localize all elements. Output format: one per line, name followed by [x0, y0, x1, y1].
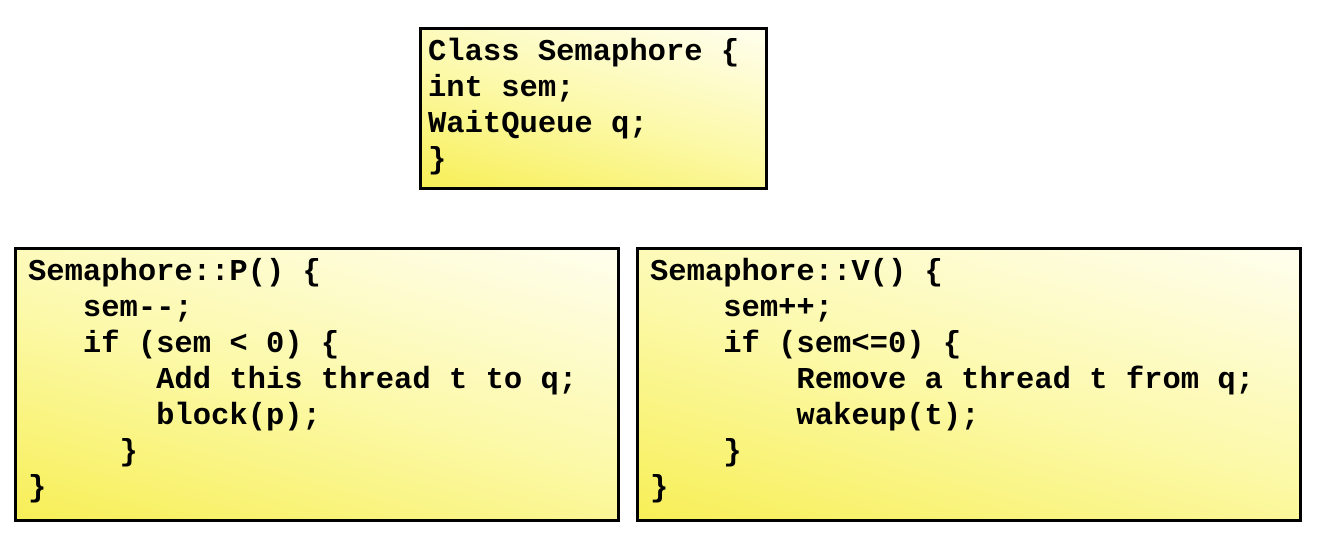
- semaphore-p-operation-box: Semaphore::P() { sem--; if (sem < 0) { A…: [14, 247, 620, 522]
- class-semaphore-definition-box: Class Semaphore { int sem; WaitQueue q; …: [419, 27, 768, 190]
- semaphore-p-code: Semaphore::P() { sem--; if (sem < 0) { A…: [28, 256, 578, 506]
- semaphore-v-operation-box: Semaphore::V() { sem++; if (sem<=0) { Re…: [636, 247, 1302, 522]
- class-semaphore-code: Class Semaphore { int sem; WaitQueue q; …: [428, 36, 740, 178]
- semaphore-v-code: Semaphore::V() { sem++; if (sem<=0) { Re…: [650, 256, 1254, 506]
